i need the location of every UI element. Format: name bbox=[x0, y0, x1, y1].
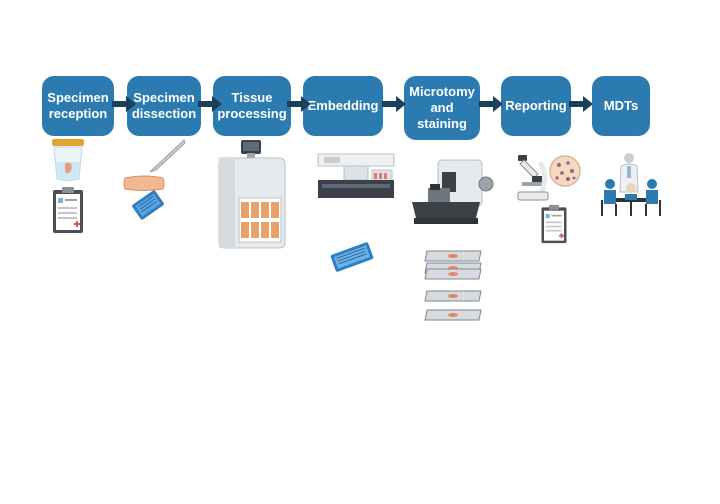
tissue-sample-icon bbox=[123, 175, 165, 191]
cassette-icon bbox=[330, 242, 374, 272]
microscope-icon bbox=[517, 155, 549, 201]
step-label: Embedding bbox=[307, 98, 379, 113]
glass-slide-icon bbox=[424, 290, 482, 302]
flow-arrow bbox=[112, 96, 136, 112]
step-label: Specimen reception bbox=[47, 90, 109, 121]
step-embedding: Embedding bbox=[303, 76, 383, 136]
flow-arrow bbox=[382, 96, 406, 112]
step-label: Reporting bbox=[505, 98, 567, 113]
step-microtomy-and-staining: Microtomy and staining bbox=[404, 76, 480, 140]
step-mdts: MDTs bbox=[592, 76, 650, 136]
step-label: Tissue processing bbox=[217, 90, 287, 121]
embedding-station-icon bbox=[317, 153, 395, 198]
specimen-container-icon bbox=[52, 139, 84, 181]
step-label: Specimen dissection bbox=[131, 90, 197, 121]
meeting-table-icon bbox=[601, 179, 661, 216]
step-tissue-processing: Tissue processing bbox=[213, 76, 291, 136]
cassette-icon bbox=[132, 190, 164, 220]
scalpel-icon bbox=[149, 139, 186, 173]
flow-arrow bbox=[198, 96, 222, 112]
step-specimen-dissection: Specimen dissection bbox=[127, 76, 201, 136]
step-label: MDTs bbox=[603, 98, 639, 113]
step-reporting: Reporting bbox=[501, 76, 571, 136]
step-label: Microtomy and staining bbox=[409, 84, 475, 131]
clinician-icon bbox=[619, 153, 639, 193]
flow-arrow bbox=[479, 96, 503, 112]
clipboard-report-icon bbox=[541, 204, 567, 244]
step-specimen-reception: Specimen reception bbox=[42, 76, 114, 136]
flow-arrow bbox=[287, 96, 311, 112]
flow-arrow bbox=[569, 96, 593, 112]
glass-slide-icon bbox=[424, 250, 482, 262]
tissue-processor-icon bbox=[218, 140, 286, 249]
glass-slide-icon bbox=[424, 309, 482, 321]
glass-slide-icon bbox=[424, 268, 482, 280]
cell-magnifier-icon bbox=[549, 155, 581, 187]
clipboard-report-icon bbox=[53, 187, 83, 233]
microtome-icon bbox=[412, 159, 494, 224]
